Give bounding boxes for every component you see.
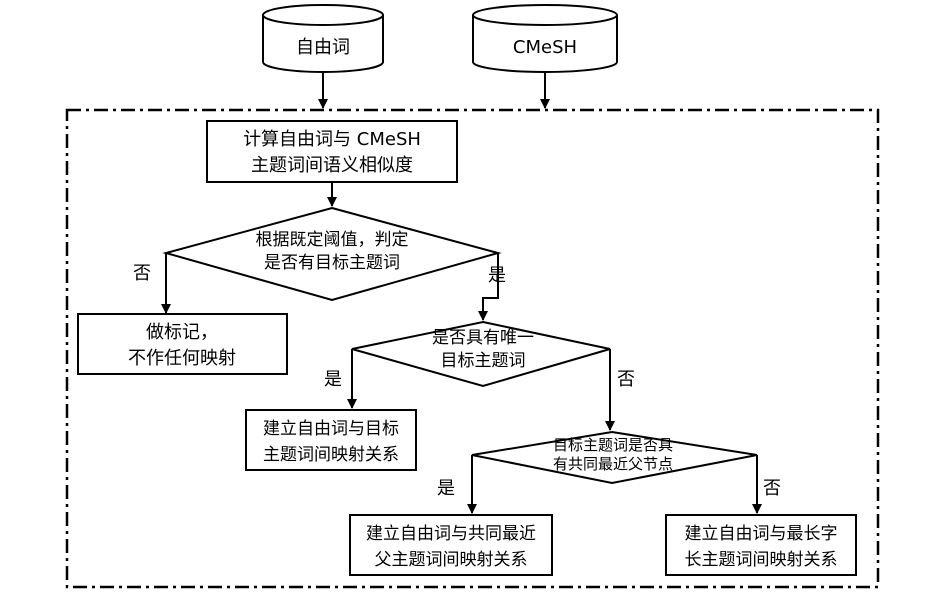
decision-unique-line1: 是否具有唯一 <box>432 328 534 348</box>
decision-threshold-line1: 根据既定阈值，判定 <box>256 230 409 250</box>
map-parent-line1: 建立自由词与共同最近 <box>366 524 536 544</box>
map-target-line2: 主题词间映射关系 <box>263 445 399 465</box>
compute-similarity-line2: 主题词间语义相似度 <box>251 155 413 176</box>
decision-parent-line1: 目标主题词是否具 <box>553 436 673 454</box>
map-longest-line2: 长主题词间映射关系 <box>685 550 838 570</box>
decision-unique-line2: 目标主题词 <box>441 351 526 371</box>
database-cmesh: CMeSH <box>472 4 618 73</box>
decision-parent-line2: 有共同最近父节点 <box>553 455 673 473</box>
label-unique-yes: 是 <box>324 369 342 390</box>
label-parent-no: 否 <box>763 478 781 499</box>
decision-threshold-line2: 是否有目标主题词 <box>264 253 400 273</box>
label-unique-no: 否 <box>617 369 635 390</box>
decision-threshold: 根据既定阈值，判定 是否有目标主题词 <box>162 206 502 302</box>
mark-no-mapping-line2: 不作任何映射 <box>128 348 236 369</box>
mark-no-mapping-box: 做标记， 不作任何映射 <box>77 313 288 375</box>
mark-no-mapping-line1: 做标记， <box>146 322 218 343</box>
map-longest-line1: 建立自由词与最长字 <box>685 524 838 544</box>
label-threshold-yes: 是 <box>488 265 506 286</box>
decision-unique-target: 是否具有唯一 目标主题词 <box>351 320 611 388</box>
map-target-box: 建立自由词与目标 主题词间映射关系 <box>245 409 417 471</box>
decision-common-parent: 目标主题词是否具 有共同最近父节点 <box>471 430 758 485</box>
database-free-words: 自由词 <box>262 4 384 73</box>
label-parent-yes: 是 <box>437 478 455 499</box>
arrow-threshold-yes <box>478 253 499 321</box>
map-longest-box: 建立自由词与最长字 长主题词间映射关系 <box>665 514 857 576</box>
process-boundary-frame <box>65 108 880 589</box>
map-parent-line2: 父主题词间映射关系 <box>375 550 528 570</box>
database-cmesh-label: CMeSH <box>513 37 577 58</box>
database-free-words-label: 自由词 <box>296 37 350 58</box>
compute-similarity-box: 计算自由词与 CMeSH 主题词间语义相似度 <box>206 120 458 183</box>
map-target-line1: 建立自由词与目标 <box>263 419 399 439</box>
compute-similarity-line1: 计算自由词与 CMeSH <box>243 129 421 150</box>
map-common-parent-box: 建立自由词与共同最近 父主题词间映射关系 <box>349 514 553 576</box>
label-threshold-no: 否 <box>133 263 151 284</box>
